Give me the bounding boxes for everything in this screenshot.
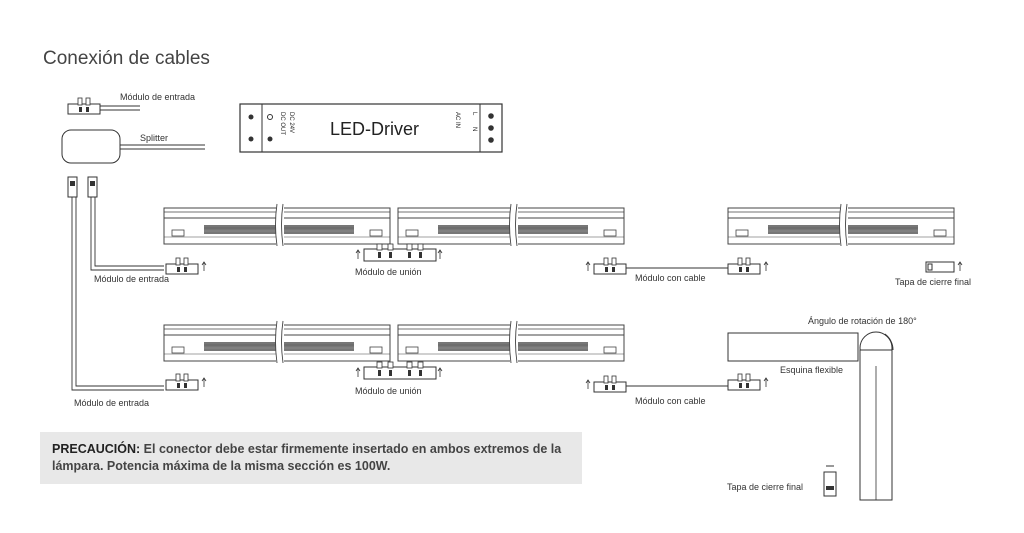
label-modulo-entrada-top: Módulo de entrada [120,92,195,102]
label-splitter: Splitter [140,133,168,143]
label-tapa-cierre-2: Tapa de cierre final [727,482,803,492]
warning-text: El conector debe estar firmemente insert… [52,442,562,473]
label-tapa-cierre-1: Tapa de cierre final [895,277,971,287]
led-driver: LED-Driver DC OUT DC 24V AC IN L N [239,103,503,153]
driver-n: N [471,127,477,131]
warning-box: PRECAUCIÓN: El conector debe estar firme… [40,432,582,484]
label-modulo-cable-2: Módulo con cable [635,396,706,406]
label-modulo-union-2: Módulo de unión [355,386,422,396]
driver-l: L [471,112,477,116]
splitter-plugs [67,176,164,391]
warning-heading: PRECAUCIÓN: [52,442,141,456]
driver-ac-in: AC IN [454,112,460,128]
label-modulo-union-1: Módulo de unión [355,267,422,277]
driver-dc-24v: DC 24V [288,112,294,133]
driver-dc-out: DC OUT [279,112,285,135]
page-title: Conexión de cables [43,48,210,69]
label-esquina: Esquina flexible [780,365,843,375]
label-modulo-cable-1: Módulo con cable [635,273,706,283]
input-module-top [67,97,140,115]
label-modulo-entrada-1: Módulo de entrada [94,274,169,284]
splitter [61,129,205,164]
lamp-row-1 [163,203,963,275]
label-modulo-entrada-2: Módulo de entrada [74,398,149,408]
lamp-row-2 [163,320,894,501]
label-angulo: Ángulo de rotación de 180° [808,316,917,326]
driver-label: LED-Driver [330,119,419,139]
